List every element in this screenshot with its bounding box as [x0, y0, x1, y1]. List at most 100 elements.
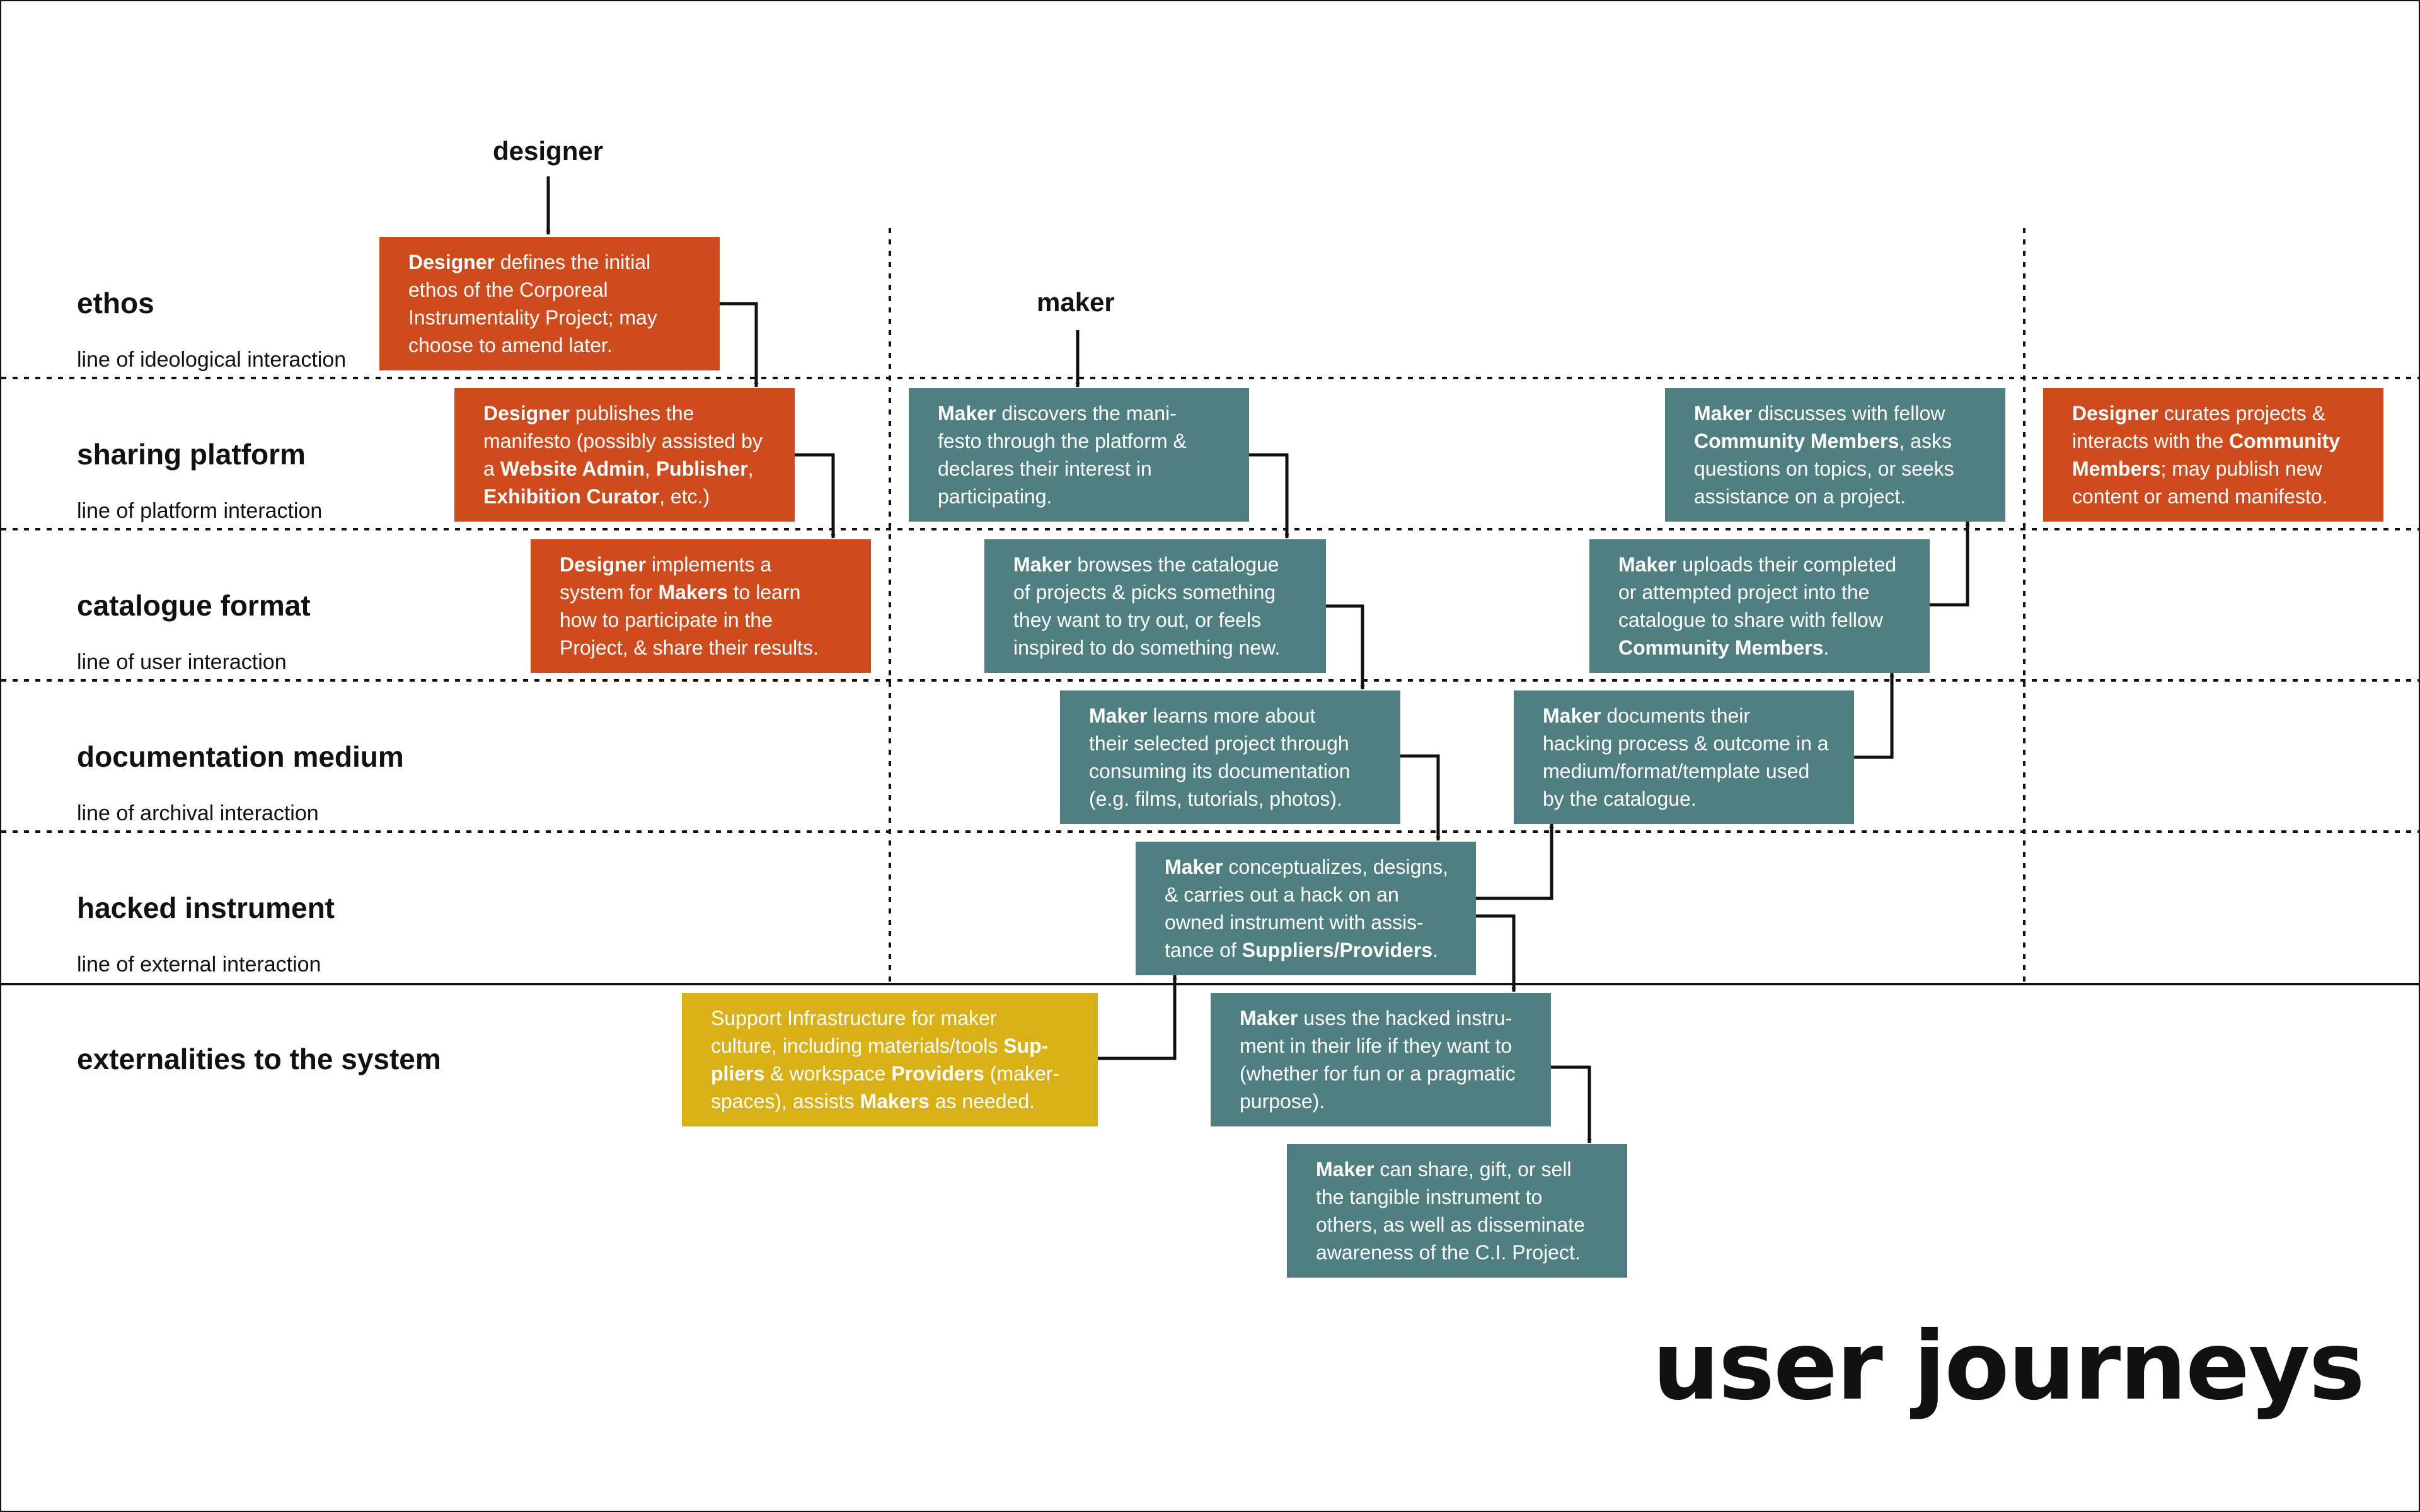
box-text-line: tance of Suppliers/Providers. [1165, 936, 1449, 964]
box-text-line: pliers & workspace Providers (maker- [711, 1060, 1071, 1087]
box-text-line: Maker uses the hacked instru- [1240, 1004, 1524, 1032]
box-text-line: participating. [938, 483, 1223, 510]
box-text-line: Designer defines the initial [408, 248, 693, 276]
box-text-run: . [1823, 636, 1829, 659]
box-text-run: Project, & share their results. [560, 636, 819, 659]
box-text-run: ment in their life if they want to [1240, 1034, 1512, 1057]
arrow-m4-m5 [1476, 914, 1514, 992]
box-text-run: or attempted project into the [1618, 581, 1870, 604]
lane-subtitle-sharing-platform: line of platform interaction [77, 499, 323, 523]
box-text-line: festo through the platform & [938, 427, 1223, 455]
box-text-line: ethos of the Corporeal [408, 276, 693, 304]
box-text-line: they want to try out, or feels [1013, 606, 1299, 634]
box-text-emphasis: Maker [1694, 402, 1753, 425]
diagram-title: user journeys [1652, 1312, 2365, 1421]
box-text-run: assistance on a project. [1694, 485, 1906, 508]
box-text-line: Maker browses the catalogue [1013, 551, 1299, 578]
arrow-m5-m6 [1551, 1065, 1589, 1143]
arrow-m1-m2 [1249, 453, 1287, 538]
box-text-line: system for Makers to learn [560, 578, 844, 606]
box-text-run: (whether for fun or a pragmatic [1240, 1062, 1516, 1085]
box-text-line: by the catalogue. [1543, 785, 1828, 813]
box-text-run: . [1432, 939, 1438, 961]
box-text-emphasis: Publisher [655, 457, 748, 480]
box-text-run: to learn [727, 581, 801, 604]
box-text-emphasis: Community [2229, 430, 2340, 452]
box-text-run: others, as well as disseminate [1316, 1213, 1585, 1236]
lane-title-documentation-medium: documentation medium [77, 740, 404, 773]
box-text-run: participating. [938, 485, 1052, 508]
maker-step-hack-instrument: Maker conceptualizes, designs,& carries … [1136, 842, 1476, 975]
box-text-run: interacts with the [2072, 430, 2229, 452]
lane-subtitle-hacked-instrument: line of external interaction [77, 953, 321, 976]
box-text-run: culture, including materials/tools [711, 1034, 1004, 1057]
box-text-line: their selected project through [1089, 730, 1374, 757]
box-text-run: medium/format/template used [1543, 760, 1810, 782]
box-text-run: can share, gift, or sell [1374, 1158, 1572, 1181]
box-text-emphasis: Website Admin [500, 457, 645, 480]
box-text-line: Maker learns more about [1089, 702, 1374, 730]
maker-step-discover-manifesto: Maker discovers the mani-festo through t… [909, 388, 1249, 522]
box-text-run: uploads their completed [1676, 553, 1897, 576]
box-text-line: of projects & picks something [1013, 578, 1299, 606]
box-text-line: Project, & share their results. [560, 634, 844, 662]
box-text-run: of projects & picks something [1013, 581, 1276, 604]
arrow-m3-m4 [1400, 754, 1438, 840]
box-text-line: interacts with the Community [2072, 427, 2357, 455]
box-text-run: Instrumentality Project; may [408, 306, 657, 329]
box-text-line: the tangible instrument to [1316, 1183, 1601, 1211]
box-text-run: manifesto (possibly assisted by [483, 430, 763, 452]
box-text-emphasis: Suppliers/Providers [1242, 939, 1433, 961]
box-text-emphasis: Community Members [1694, 430, 1899, 452]
box-text-line: hacking process & outcome in a [1543, 730, 1829, 757]
box-text-run: , etc.) [659, 485, 710, 508]
box-text-run: as needed. [929, 1090, 1035, 1113]
arrow-m7-m8 [1854, 673, 1892, 759]
box-text-line: others, as well as disseminate [1316, 1211, 1601, 1239]
box-text-emphasis: Makers [658, 581, 728, 604]
box-text-line: owned instrument with assis- [1165, 908, 1449, 936]
box-text-run: curates projects & [2158, 402, 2325, 425]
box-text-run: their selected project through [1089, 732, 1349, 755]
lane-subtitle-ethos: line of ideological interaction [77, 348, 347, 372]
box-text-line: (e.g. films, tutorials, photos). [1089, 785, 1374, 813]
box-text-line: Members; may publish new [2072, 455, 2357, 483]
box-text-run: declares their interest in [938, 457, 1152, 480]
box-text-run: , asks [1899, 430, 1952, 452]
box-text-run: , [747, 457, 754, 480]
box-text-emphasis: Maker [1618, 553, 1677, 576]
lane-subtitle-catalogue-format: line of user interaction [77, 650, 287, 674]
box-text-line: awareness of the C.I. Project. [1316, 1239, 1601, 1266]
box-text-run: browses the catalogue [1071, 553, 1279, 576]
box-text-run: system for [560, 581, 659, 604]
lane-title-externalities: externalities to the system [77, 1043, 441, 1075]
box-text-run: & carries out a hack on an [1165, 883, 1399, 906]
box-text-line: content or amend manifesto. [2072, 483, 2357, 510]
box-text-emphasis: Maker [1543, 704, 1601, 727]
box-text-emphasis: Exhibition Curator [483, 485, 660, 508]
box-text-emphasis: pliers [711, 1062, 765, 1085]
box-text-emphasis: Makers [860, 1090, 930, 1113]
box-text-run: conceptualizes, designs, [1223, 856, 1449, 878]
box-text-line: or attempted project into the [1618, 578, 1903, 606]
box-text-run: catalogue to share with fellow [1618, 609, 1883, 631]
box-text-run: discovers the mani- [996, 402, 1177, 425]
box-text-run: festo through the platform & [938, 430, 1187, 452]
box-text-line: Maker uploads their completed [1618, 551, 1903, 578]
lane-subtitle-documentation-medium: line of archival interaction [77, 801, 319, 825]
box-text-emphasis: Maker [1089, 704, 1148, 727]
maker-step-use-instrument: Maker uses the hacked instru-ment in the… [1211, 993, 1551, 1126]
box-text-line: Instrumentality Project; may [408, 304, 693, 331]
arrow-d2-d3 [795, 453, 833, 538]
box-text-run: uses the hacked instru- [1298, 1007, 1512, 1029]
box-text-run: , [645, 457, 656, 480]
box-text-line: Exhibition Curator, etc.) [483, 483, 768, 510]
box-text-line: assistance on a project. [1694, 483, 1979, 510]
box-text-emphasis: Maker [1316, 1158, 1374, 1181]
arrow-m8-m9 [1930, 522, 1968, 607]
box-text-run: content or amend manifesto. [2072, 485, 2328, 508]
